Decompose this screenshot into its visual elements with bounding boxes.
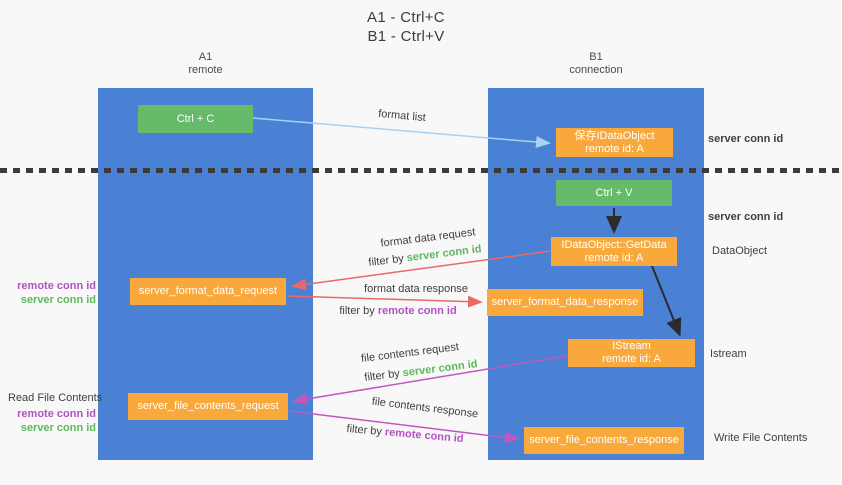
node-idataobject-getdata: IDataObject::GetData remote id: A [551,237,677,266]
node-ctrl-c: Ctrl + C [138,105,253,133]
annotation-istream: Istream [710,348,747,360]
filter-by-text: filter by [346,422,383,438]
lane-a1-title: A1 [198,51,213,63]
istream-line2: remote id: A [602,353,661,365]
node-save-dataobject: 保存IDataObject remote id: A [556,128,673,157]
format-response-label: server_format_data_response [491,296,639,308]
annotation-server-conn-id-top: server conn id [708,133,784,145]
remote-conn-id-label: remote conn id [17,408,96,420]
diagram-title: A1 - Ctrl+C B1 - Ctrl+V [306,8,506,46]
label-format-list: format list [377,107,427,125]
file-response-label: server_file_contents_response [529,434,679,446]
machine-boundary-dotted-line [0,168,842,173]
node-server-format-data-request: server_format_data_request [130,278,286,305]
lane-b1-title: B1 [589,51,603,63]
getdata-line2: remote id: A [584,251,644,264]
file-request-label: server_file_contents_request [137,400,279,412]
node-ctrl-v: Ctrl + V [556,180,672,206]
save-dataobject-line2: remote id: A [585,142,644,155]
lane-a1-subtitle: remote [188,64,223,76]
label-filter-by-remote-conn-id-2: filter by remote conn id [325,421,485,447]
annotation-conn-ids-format: remote conn id server conn id [0,279,96,307]
lane-header-a1: A1 remote [98,51,313,77]
filter-by-text: filter by [363,367,401,384]
filter-by-text: filter by [339,305,375,317]
remote-conn-id-text: remote conn id [377,305,457,317]
annotation-conn-ids-file: remote conn id server conn id [0,407,96,435]
remote-conn-id-label: remote conn id [17,280,96,292]
server-conn-id-label: server conn id [20,294,96,306]
ctrl-v-label: Ctrl + V [595,186,633,199]
filter-by-text: filter by [367,252,405,269]
node-server-format-data-response: server_format_data_response [487,289,643,316]
lane-header-b1: B1 connection [488,51,704,77]
label-file-contents-response: file contents response [371,395,479,421]
annotation-dataobject: DataObject [712,245,768,257]
title-line-2: B1 - Ctrl+V [367,28,445,45]
getdata-line1: IDataObject::GetData [561,238,667,251]
server-conn-id-text: server conn id [406,243,483,265]
ctrl-c-label: Ctrl + C [176,112,215,125]
save-dataobject-line1: 保存IDataObject [574,129,655,142]
node-server-file-contents-response: server_file_contents_response [524,427,684,454]
title-line-1: A1 - Ctrl+C [367,9,445,26]
annotation-server-conn-id-mid: server conn id [708,211,784,223]
node-server-file-contents-request: server_file_contents_request [128,393,288,420]
node-istream: IStream remote id: A [568,339,695,367]
remote-conn-id-text: remote conn id [384,426,464,446]
format-request-label: server_format_data_request [138,285,278,297]
server-conn-id-label: server conn id [20,422,96,434]
istream-line1: IStream [612,340,651,352]
annotation-read-file-contents: Read File Contents [8,392,103,404]
label-filter-by-remote-conn-id-1: filter by remote conn id [318,305,478,317]
lane-b1-subtitle: connection [569,64,623,76]
arrow-format-data-response [286,295,483,308]
server-conn-id-text: server conn id [402,358,479,380]
annotation-write-file-contents: Write File Contents [714,432,808,444]
label-format-data-response: format data response [364,283,468,295]
